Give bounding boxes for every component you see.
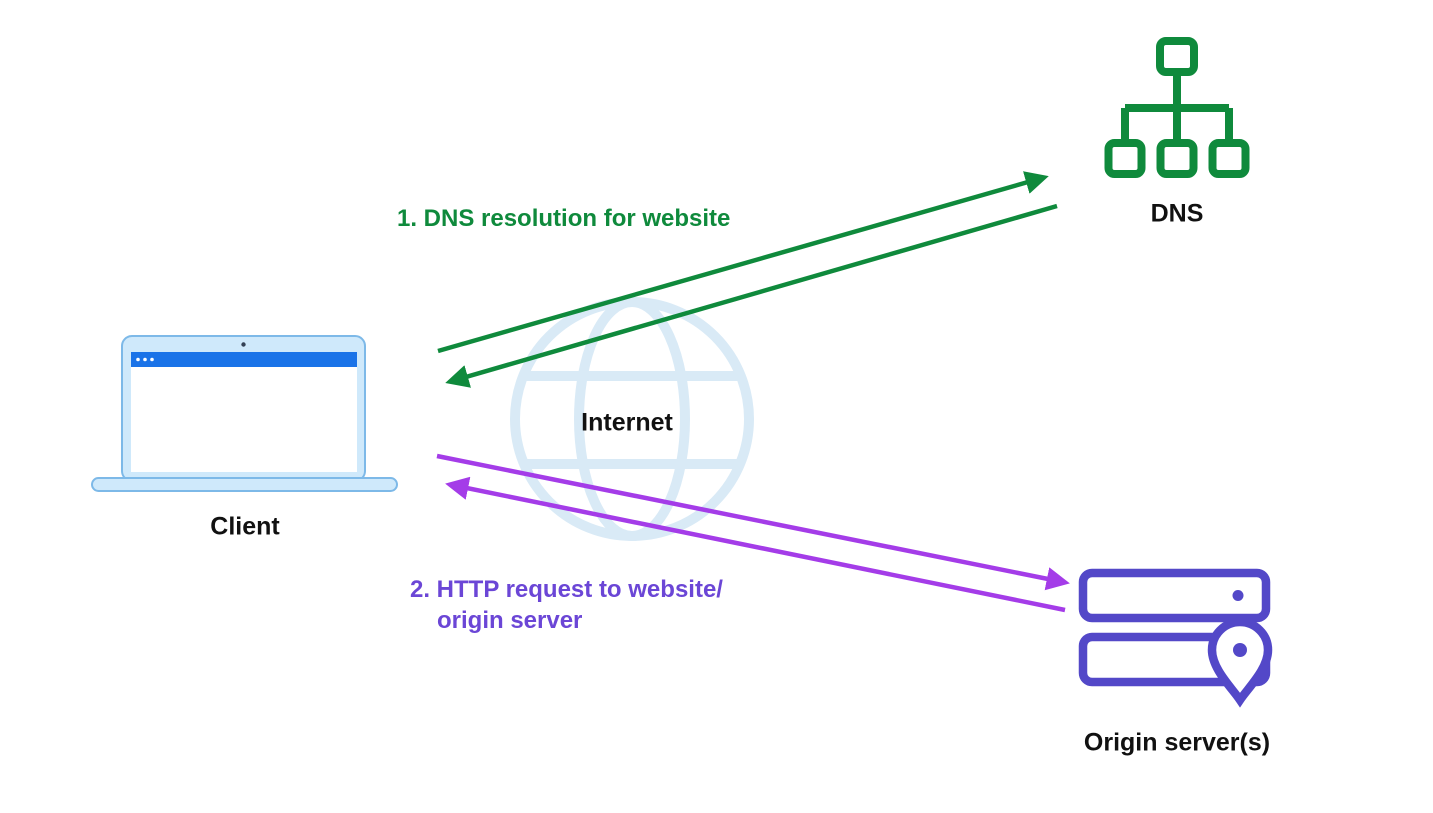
server-rack-top [1078,568,1271,623]
server-indicator-dot [1232,590,1244,601]
http-request-label: 2. HTTP request to website/ origin serve… [410,574,723,636]
arrow-client-to-origin [436,453,1070,591]
http-request-arrows [436,453,1070,613]
http-request-label-line1: 2. HTTP request to website/ [410,576,723,603]
origin-server-icon [1078,568,1273,708]
arrow-client-to-dns [437,171,1049,354]
dns-hierarchy-icon [1104,37,1250,178]
dns-resolution-label: 1. DNS resolution for website [397,205,731,232]
http-request-label-line2: origin server [437,607,583,634]
location-pin-dot [1233,643,1247,657]
arrow-origin-to-client [445,476,1066,613]
origin-label: Origin server(s) [1083,728,1271,757]
dns-label: DNS [1150,199,1204,228]
dns-resolution-arrows [437,171,1058,388]
client-label: Client [210,512,280,541]
internet-label: Internet [581,408,673,437]
laptop-base [91,477,398,492]
laptop-screen [131,352,357,472]
browser-window-dots [136,357,154,362]
laptop-camera-dot [241,342,246,347]
location-pin-icon [1207,617,1273,708]
internet-globe-icon [510,297,754,541]
client-laptop-icon [91,335,398,492]
arrow-dns-to-client [445,203,1058,388]
browser-title-bar [131,352,357,367]
